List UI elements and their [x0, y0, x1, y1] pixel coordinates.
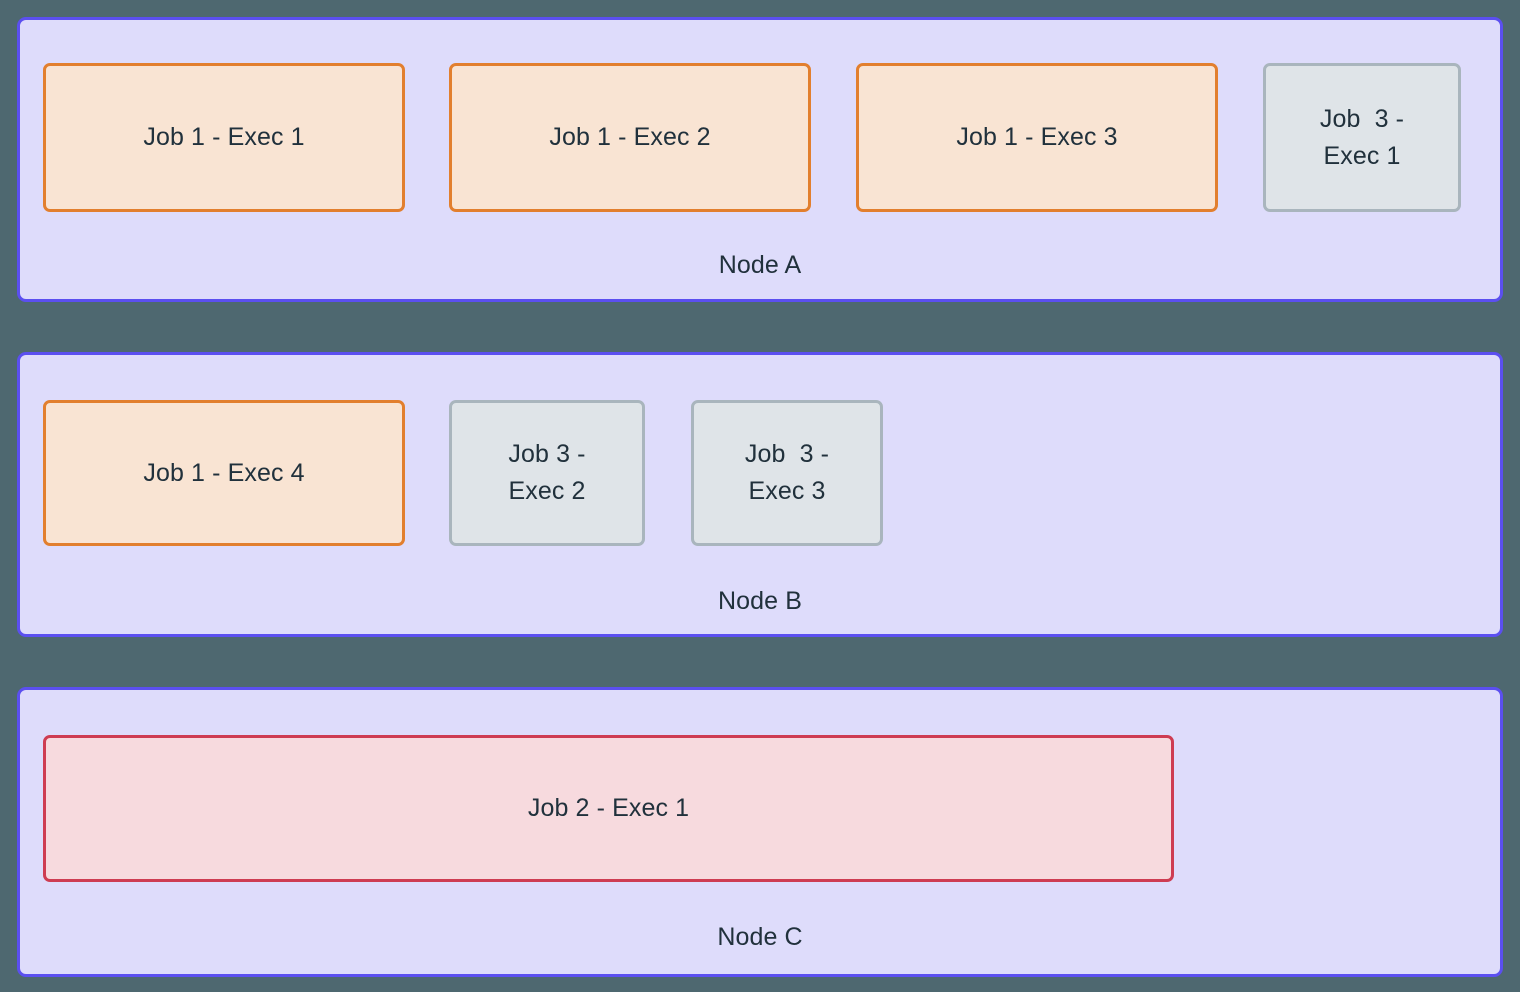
- executor-label-job3-exec2: Job 3 - Exec 2: [508, 440, 586, 505]
- node-container-node-b[interactable]: Job 1 - Exec 4 Job 3 - Exec 2 Job 3 - Exec…: [17, 352, 1503, 637]
- executor-box-job1-exec4[interactable]: Job 1 - Exec 4: [43, 400, 405, 546]
- node-label-node-a: Node A: [718, 251, 802, 279]
- executor-label-job1-exec4: Job 1 - Exec 4: [143, 458, 305, 487]
- executor-box-job3-exec1[interactable]: Job 3 - Exec 1: [1263, 63, 1461, 212]
- executor-label-job3-exec1: Job 3 - Exec 1: [1319, 104, 1405, 170]
- executor-box-job2-exec1[interactable]: Job 2 - Exec 1: [43, 735, 1174, 882]
- node-container-node-a[interactable]: Job 1 - Exec 1 Job 1 - Exec 2 Job 1 - Exec…: [17, 17, 1503, 302]
- executor-label-job1-exec3: Job 1 - Exec 3: [956, 123, 1118, 151]
- executor-box-job3-exec3[interactable]: Job 3 - Exec 3: [691, 400, 883, 546]
- executor-label-job2-exec1: Job 2 - Exec 1: [527, 794, 690, 822]
- executor-box-job3-exec2[interactable]: Job 3 - Exec 2: [449, 400, 645, 546]
- executor-label-job1-exec2: Job 1 - Exec 2: [549, 123, 711, 151]
- executor-label-job1-exec1: Job 1 - Exec 1: [143, 123, 305, 151]
- node-label-node-b: Node B: [718, 587, 802, 615]
- executor-box-job1-exec3[interactable]: Job 1 - Exec 3: [856, 63, 1218, 212]
- node-label-node-c: Node C: [717, 923, 803, 951]
- node-container-node-c[interactable]: Job 2 - Exec 1 Node C: [17, 687, 1503, 977]
- executor-box-job1-exec1[interactable]: Job 1 - Exec 1: [43, 63, 405, 212]
- executor-box-job1-exec2[interactable]: Job 1 - Exec 2: [449, 63, 811, 212]
- executor-label-job3-exec3: Job 3 - Exec 3: [744, 440, 830, 505]
